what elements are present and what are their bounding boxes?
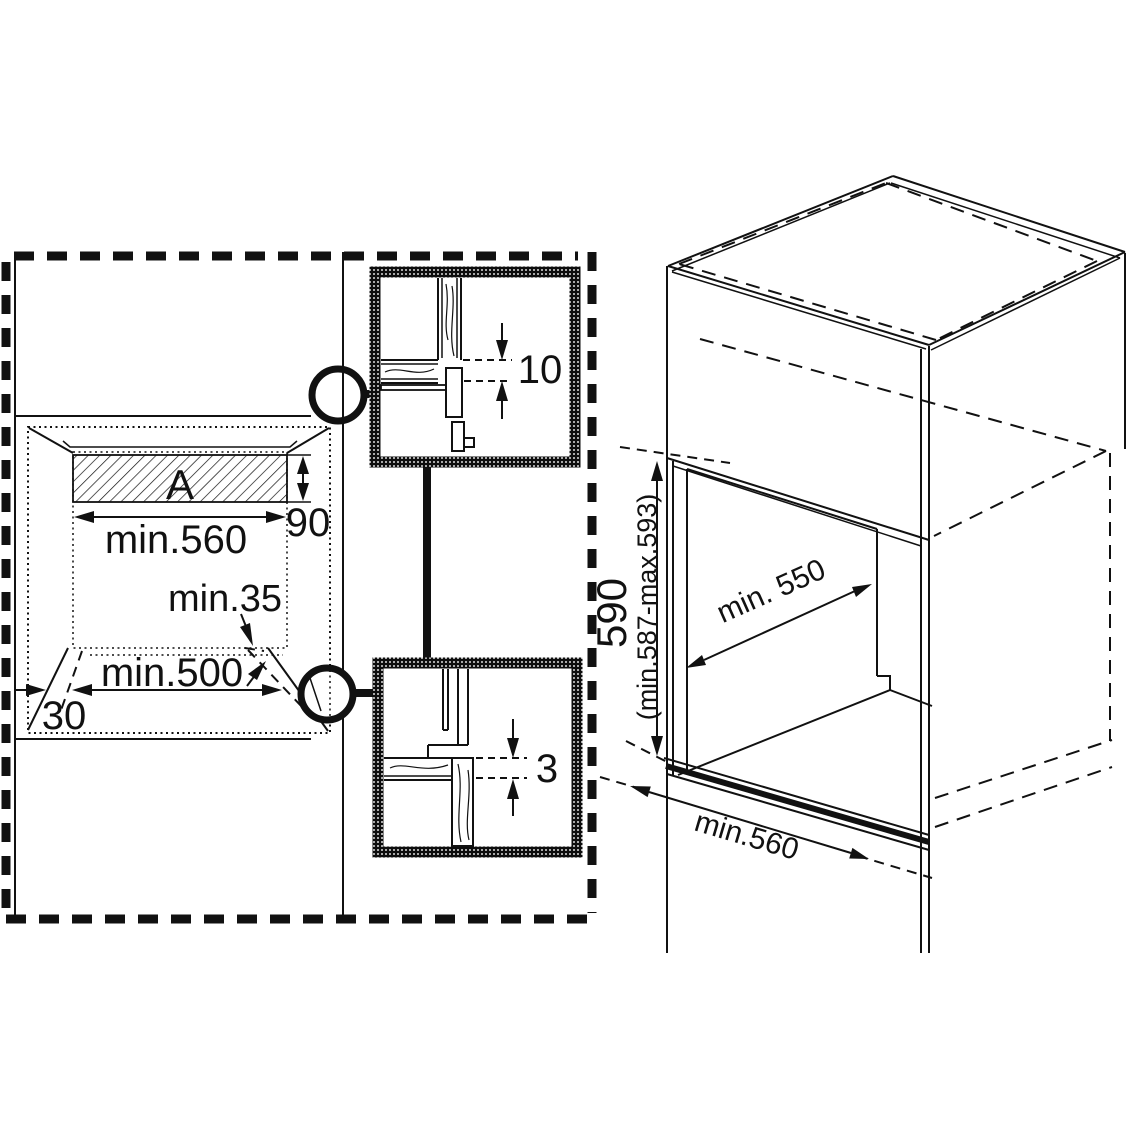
dimension-min-clearance-arrows — [240, 613, 266, 687]
insert-strip — [72, 454, 311, 503]
dimension-label-top-gap: 10 — [518, 348, 563, 392]
niche-front-view: A 90 min.560 min.35 min.500 — [14, 252, 344, 917]
dimension-side-offset — [15, 684, 46, 696]
cabinet-hidden-edges — [699, 338, 1113, 828]
dimension-label-niche-width: min.560 — [691, 805, 803, 867]
detail-box-top: 10 — [369, 266, 581, 468]
niche-opening-outline — [27, 426, 331, 734]
dimension-label-vent-height: 90 — [286, 501, 331, 545]
dimension-vent-height — [297, 456, 309, 501]
detail-circle-icon-top — [308, 365, 368, 425]
dashed-boundary — [1, 251, 598, 924]
dimension-label-niche-depth: min. 550 — [712, 553, 831, 630]
cabinet-isometric-view: 590 (min.587-max.593) min. 550 min.560 — [588, 175, 1126, 953]
dimension-niche-width — [599, 776, 933, 879]
dimension-label-niche-height-range: (min.587-max.593) — [632, 494, 662, 721]
dimension-label-niche-height: 590 — [588, 578, 635, 648]
cabinet-top-face — [667, 175, 1126, 351]
dimension-niche-height — [619, 446, 731, 764]
insert-label: A — [166, 461, 194, 508]
cabinet-niche — [663, 457, 933, 851]
dimension-bottom-width — [72, 684, 282, 696]
detail-box-bottom: 3 — [372, 657, 583, 858]
callout-connectors — [297, 365, 431, 724]
dimension-niche-depth — [686, 584, 872, 668]
dimension-top-width — [74, 511, 286, 523]
dimension-label-min-clearance: min.35 — [168, 578, 282, 620]
dimension-label-top-width: min.560 — [105, 518, 247, 562]
dimension-label-bottom-gap: 3 — [536, 747, 558, 791]
dimension-label-side-offset: 30 — [42, 694, 87, 738]
dimension-label-bottom-width: min.500 — [101, 651, 243, 695]
niche-back-wall — [72, 451, 288, 649]
